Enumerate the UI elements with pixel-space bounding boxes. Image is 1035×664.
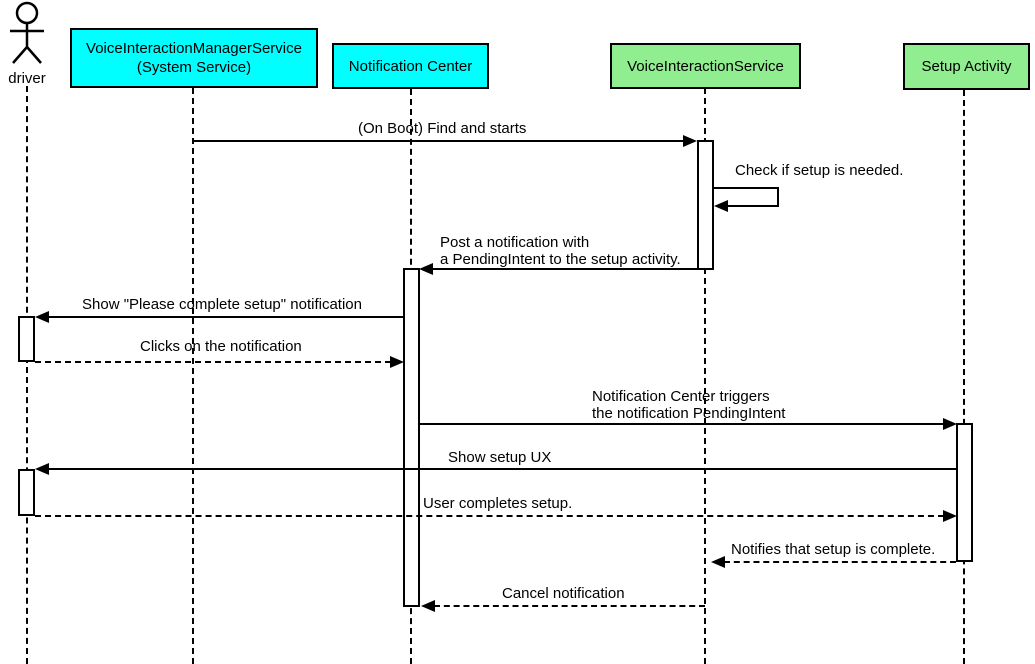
person-icon bbox=[10, 1, 44, 64]
lifeline-driver bbox=[26, 86, 28, 664]
lifeline-setup-activity bbox=[963, 90, 965, 664]
message-show-setup-ux-line bbox=[48, 468, 956, 470]
arrowhead-left-icon bbox=[419, 263, 433, 275]
message-check-setup-line-right bbox=[777, 187, 779, 207]
message-clicks-line bbox=[35, 361, 391, 363]
message-triggers-pendingintent-line bbox=[419, 423, 944, 425]
lifeline-voice-interaction-manager-service bbox=[192, 88, 194, 664]
participant-notification-center: Notification Center bbox=[332, 43, 489, 89]
arrowhead-right-icon bbox=[390, 356, 404, 368]
actor-driver: driver bbox=[0, 0, 54, 87]
message-check-setup-line-top bbox=[713, 187, 779, 189]
message-user-completes-label: User completes setup. bbox=[423, 495, 573, 512]
message-check-setup-label: Check if setup is needed. bbox=[735, 162, 904, 179]
participant-voice-interaction-service: VoiceInteractionService bbox=[610, 43, 801, 89]
message-show-setup-ux-label: Show setup UX bbox=[448, 449, 552, 466]
arrowhead-right-icon bbox=[943, 418, 957, 430]
activation-driver-1 bbox=[18, 316, 35, 362]
message-post-notification-line bbox=[432, 268, 697, 270]
message-notifies-complete-line bbox=[724, 561, 956, 563]
message-cancel-notification-label: Cancel notification bbox=[502, 585, 625, 602]
activation-setup-activity bbox=[956, 423, 973, 562]
message-triggers-pendingintent-label: Notification Center triggers the notific… bbox=[592, 388, 786, 422]
message-on-boot-label: (On Boot) Find and starts bbox=[358, 120, 527, 137]
activation-voice-interaction-service bbox=[697, 140, 714, 270]
arrowhead-right-icon bbox=[683, 135, 697, 147]
actor-driver-label: driver bbox=[8, 70, 46, 87]
participant-voice-interaction-manager-service: VoiceInteractionManagerService (System S… bbox=[70, 28, 318, 88]
message-cancel-notification-line bbox=[434, 605, 705, 607]
message-notifies-complete-label: Notifies that setup is complete. bbox=[731, 541, 936, 558]
arrowhead-left-icon bbox=[35, 463, 49, 475]
activation-driver-2 bbox=[18, 469, 35, 516]
message-clicks-label: Clicks on the notification bbox=[140, 338, 302, 355]
message-on-boot-line bbox=[192, 140, 684, 142]
message-post-notification-label: Post a notification with a PendingIntent… bbox=[440, 234, 681, 268]
arrowhead-left-icon bbox=[711, 556, 725, 568]
arrowhead-left-icon bbox=[714, 200, 728, 212]
arrowhead-left-icon bbox=[421, 600, 435, 612]
arrowhead-right-icon bbox=[943, 510, 957, 522]
message-check-setup-line-bottom bbox=[727, 205, 778, 207]
message-user-completes-line bbox=[35, 515, 944, 517]
participant-setup-activity: Setup Activity bbox=[903, 43, 1030, 90]
arrowhead-left-icon bbox=[35, 311, 49, 323]
lifeline-voice-interaction-service bbox=[704, 88, 706, 664]
message-show-notification-label: Show "Please complete setup" notificatio… bbox=[82, 296, 362, 313]
message-show-notification-line bbox=[48, 316, 403, 318]
activation-notification-center bbox=[403, 268, 420, 607]
